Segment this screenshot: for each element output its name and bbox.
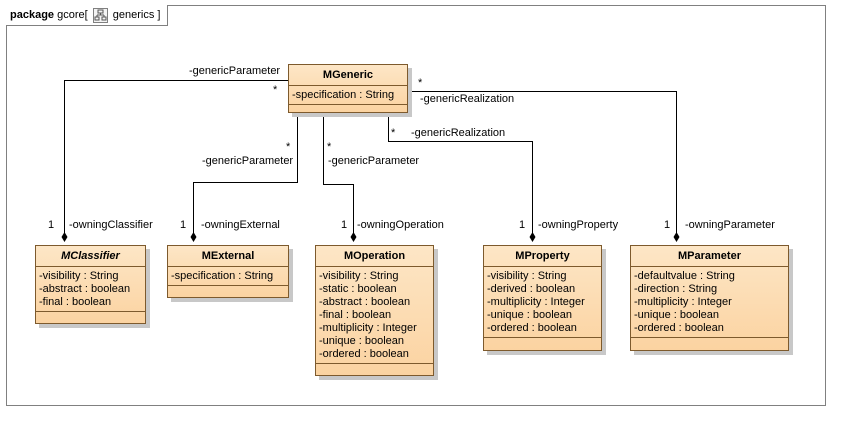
role-label: -genericParameter [202,155,294,167]
attribute: -defaultvalue : String [634,270,735,282]
attribute: -derived : boolean [487,283,576,295]
operation-compartment [631,338,788,344]
attribute: -abstract : boolean [39,283,131,295]
class-mexternal[interactable]: MExternal -specification : String [167,245,289,298]
composition-diamond-external [190,232,197,242]
class-mproperty[interactable]: MProperty -visibility : String -derived … [483,245,602,351]
package-tab: package gcore[ generics ] [6,5,168,26]
operation-compartment [36,312,145,318]
composition-diamond-parameter [673,232,680,242]
attribute: -multiplicity : Integer [487,296,585,308]
class-mparameter[interactable]: MParameter -defaultvalue : String -direc… [630,245,789,351]
class-moperation[interactable]: MOperation -visibility : String -static … [315,245,434,376]
multiplicity-label: * [418,77,423,89]
attribute: -specification : String [171,270,274,282]
class-name: MClassifier [36,246,145,267]
operation-compartment [168,286,288,292]
attribute: -unique : boolean [634,309,720,321]
role-label: -genericRealization [411,127,506,139]
operation-compartment [289,105,407,111]
attribute: -specification : String [292,89,395,101]
class-name: MGeneric [289,65,407,86]
multiplicity-label: * [391,127,396,139]
attribute: -multiplicity : Integer [319,322,417,334]
attribute: -unique : boolean [319,335,405,347]
attribute-list: -specification : String [289,86,407,105]
attribute: -final : boolean [39,296,112,308]
multiplicity-label: 1 [341,219,348,231]
class-name: MProperty [484,246,601,267]
composition-diamond-classifier [61,232,68,242]
attribute: -static : boolean [319,283,397,295]
attribute-list: -specification : String [168,267,288,286]
multiplicity-label: 1 [180,219,187,231]
attribute-list: -visibility : String -abstract : boolean… [36,267,145,312]
attribute-list: -visibility : String -derived : boolean … [484,267,601,338]
composition-diamond-operation [350,232,357,242]
class-mclassifier[interactable]: MClassifier -visibility : String -abstra… [35,245,146,324]
class-diagram-icon [92,7,108,23]
multiplicity-label: 1 [519,219,526,231]
attribute: -final : boolean [319,309,392,321]
role-label: -owningOperation [357,219,444,231]
package-frame [6,5,826,406]
attribute: -visibility : String [487,270,567,282]
role-label: -owningProperty [538,219,619,231]
assoc-line-property [388,113,533,240]
assoc-line-classifier [64,80,289,240]
attribute: -direction : String [634,283,718,295]
multiplicity-label: * [286,141,291,153]
attribute: -ordered : boolean [487,322,577,334]
operation-compartment [316,364,433,370]
class-mgeneric[interactable]: MGeneric -specification : String [288,64,408,113]
attribute: -ordered : boolean [319,348,409,360]
diagram-name: generics ] [112,9,161,21]
assoc-line-operation [323,113,354,240]
class-name: MParameter [631,246,788,267]
attribute: -visibility : String [39,270,119,282]
attribute: -ordered : boolean [634,322,724,334]
multiplicity-label: 1 [664,219,671,231]
role-label: -genericParameter [328,155,420,167]
multiplicity-label: * [273,84,278,96]
package-keyword: package [10,9,55,21]
role-label: -genericRealization [420,93,515,105]
attribute-list: -defaultvalue : String -direction : Stri… [631,267,788,338]
multiplicity-label: 1 [48,219,55,231]
package-name: gcore[ [57,9,88,21]
composition-diamond-property [529,232,536,242]
attribute-list: -visibility : String -static : boolean -… [316,267,433,364]
class-name: MExternal [168,246,288,267]
attribute: -abstract : boolean [319,296,411,308]
role-label: -owningExternal [201,219,280,231]
attribute: -multiplicity : Integer [634,296,732,308]
attribute: -unique : boolean [487,309,573,321]
multiplicity-label: * [327,141,332,153]
attribute: -visibility : String [319,270,399,282]
role-label: -owningParameter [685,219,775,231]
assoc-line-parameter [408,91,677,240]
class-name: MOperation [316,246,433,267]
role-label: -genericParameter [189,65,281,77]
assoc-line-external [193,113,298,240]
role-label: -owningClassifier [69,219,153,231]
operation-compartment [484,338,601,344]
